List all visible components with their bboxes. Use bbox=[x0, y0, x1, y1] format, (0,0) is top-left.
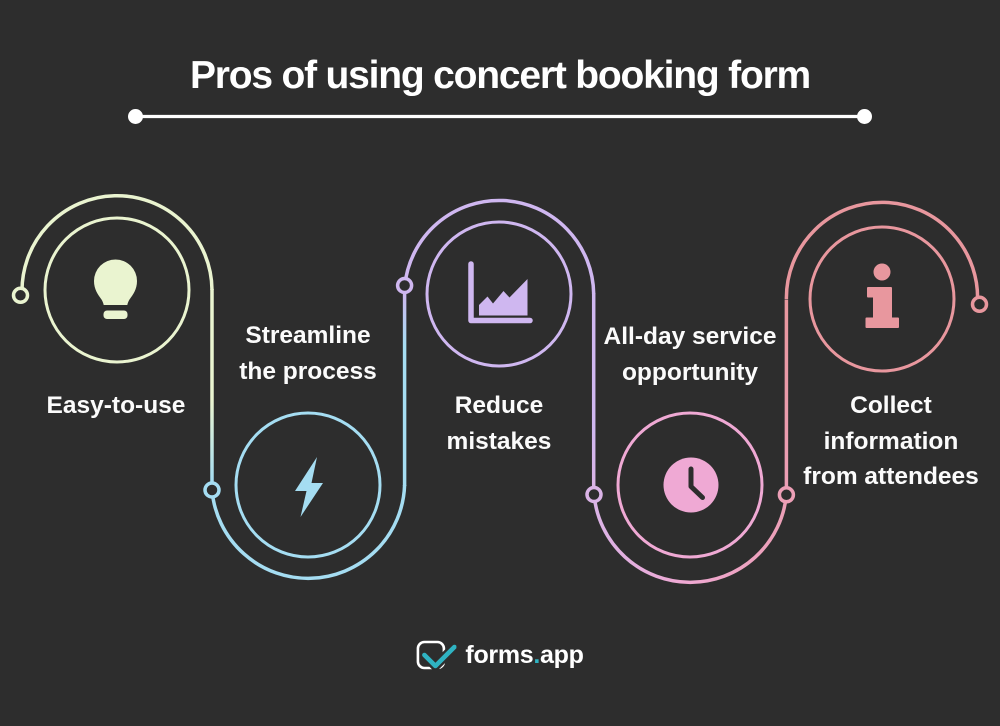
page-title: Pros of using concert booking form bbox=[189, 54, 811, 97]
label-streamline-the-process: Streamline the process bbox=[239, 318, 377, 389]
label-line: Collect bbox=[850, 392, 932, 419]
lightbulb-icon bbox=[94, 259, 137, 319]
label-line: mistakes bbox=[446, 427, 552, 455]
path-node-rings bbox=[11, 276, 989, 504]
logo-check-icon bbox=[416, 640, 457, 670]
logo-text-dot: . bbox=[533, 641, 541, 669]
connector-arc-3 bbox=[403, 198, 596, 295]
node-ring-2 bbox=[203, 481, 221, 499]
label-line: from attendees bbox=[803, 463, 979, 490]
icon-circle-5 bbox=[808, 225, 956, 373]
logo-wordmark: forms.app bbox=[465, 641, 583, 669]
node-ring-3 bbox=[395, 276, 414, 295]
clock-icon bbox=[663, 457, 719, 513]
label-easy-to-use: Easy-to-use bbox=[47, 388, 186, 424]
divider-dot-right bbox=[857, 109, 872, 124]
node-ring-4-right bbox=[777, 486, 796, 504]
connector-arc-5 bbox=[784, 200, 980, 305]
connector-arc-4 bbox=[592, 494, 789, 584]
icon-circles bbox=[43, 216, 956, 559]
logo-text-suffix: app bbox=[540, 641, 584, 669]
connector-path bbox=[20, 193, 980, 584]
icon-circle-2 bbox=[234, 411, 382, 559]
title-divider bbox=[128, 109, 872, 124]
icon-circle-1 bbox=[43, 216, 191, 364]
info-icon bbox=[865, 263, 899, 328]
icon-circle-3 bbox=[425, 220, 573, 368]
node-ring-4-left bbox=[585, 485, 603, 504]
connector-arc-2 bbox=[210, 484, 407, 581]
icon-circle-4 bbox=[616, 411, 764, 559]
label-line: information bbox=[823, 427, 959, 455]
node-ring-start bbox=[11, 286, 30, 305]
label-collect-information: Collect information from attendees bbox=[803, 388, 979, 495]
label-line: opportunity bbox=[621, 358, 759, 386]
label-line: Streamline bbox=[245, 322, 371, 349]
area-chart-icon bbox=[468, 261, 533, 324]
lightning-bolt-icon bbox=[295, 457, 323, 517]
label-line: All-day service bbox=[603, 323, 777, 350]
label-reduce-mistakes: Reduce mistakes bbox=[447, 388, 552, 459]
divider-dot-left bbox=[128, 109, 143, 124]
label-line: Reduce bbox=[454, 392, 544, 419]
connector-arc-1 bbox=[20, 193, 214, 296]
label-line: Easy-to-use bbox=[46, 392, 186, 419]
label-all-day-service: All-day service opportunity bbox=[604, 319, 777, 390]
node-ring-end bbox=[970, 295, 989, 314]
brand-logo: forms.app bbox=[416, 640, 584, 670]
label-line: the process bbox=[239, 357, 377, 385]
logo-text-main: forms bbox=[465, 641, 534, 669]
